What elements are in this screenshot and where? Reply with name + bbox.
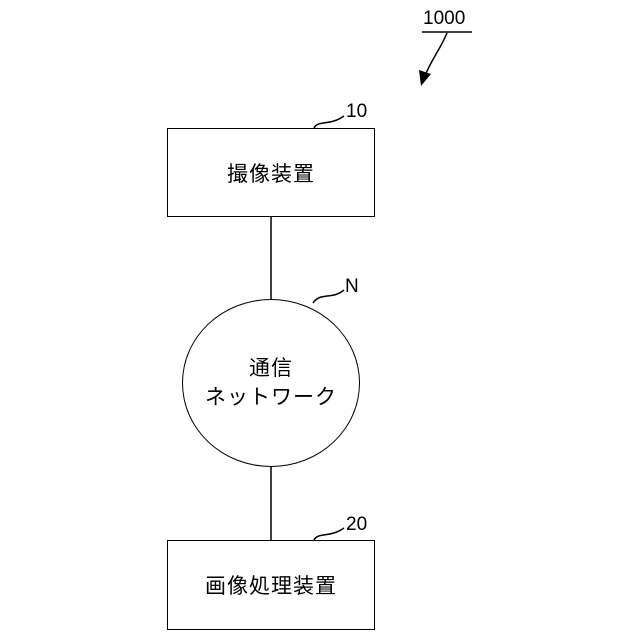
image-processing-device-box: 画像処理装置 bbox=[167, 540, 375, 630]
network-ref-letter: N bbox=[345, 277, 359, 296]
image-processing-device-ref-number: 20 bbox=[346, 515, 367, 534]
camera-device-box: 撮像装置 bbox=[167, 128, 375, 217]
camera-device-ref-number: 10 bbox=[346, 102, 367, 121]
camera-device-label: 撮像装置 bbox=[227, 158, 315, 188]
image-processing-device-label: 画像処理装置 bbox=[205, 570, 337, 600]
system-reference-number: 1000 bbox=[423, 9, 465, 28]
network-label-line1: 通信 bbox=[249, 354, 293, 383]
ref-10-leader bbox=[314, 116, 344, 128]
ref-20-leader bbox=[314, 528, 344, 540]
system-ref-leader bbox=[424, 33, 447, 78]
ref-n-leader bbox=[313, 290, 344, 303]
network-label-line2: ネットワーク bbox=[205, 383, 337, 412]
system-ref-arrowhead bbox=[419, 70, 431, 86]
communication-network-node: 通信 ネットワーク bbox=[182, 299, 360, 467]
